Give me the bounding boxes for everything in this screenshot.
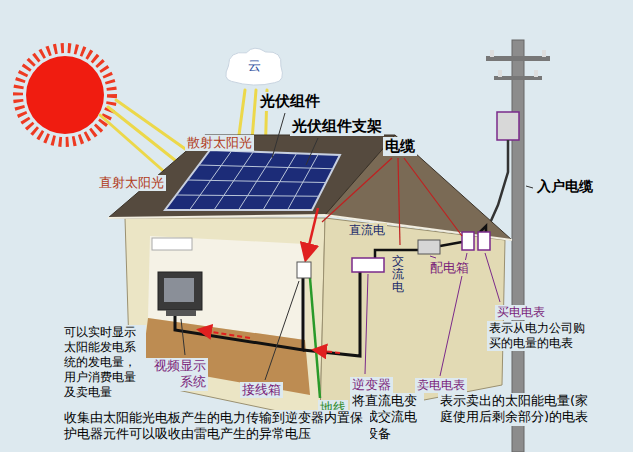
sun (18, 48, 112, 142)
part-name: 接线箱 (240, 382, 283, 398)
sell-meter (462, 232, 474, 250)
description-note: 表示从电力公司购买的电量的电表 (487, 321, 591, 351)
cable-leaders (322, 158, 462, 245)
light-label: 散射太阳光 (185, 135, 254, 151)
solar-panel (165, 150, 340, 210)
current-arrow (315, 350, 340, 353)
current-arrow (306, 208, 318, 258)
part-name: 卖电电表 (415, 378, 467, 393)
cloud-outline (226, 48, 283, 85)
dc-wiring (175, 272, 360, 356)
part-name: 视频显示系统 (146, 358, 208, 391)
junction-box (297, 262, 311, 278)
inverter (352, 258, 384, 272)
cloud: 云 (220, 42, 288, 90)
part-name: 入户电缆 (535, 178, 595, 196)
entry-cable (486, 140, 508, 232)
light-label: 直射太阳光 (97, 175, 166, 191)
current-arrow (200, 330, 250, 338)
part-name: 电缆 (383, 137, 417, 156)
description-note: 表示卖出的太阳能电量(家庭使用后剩余部分)的电表 (438, 393, 597, 426)
part-name: 光伏组件支架 (290, 117, 384, 136)
cloud-label: 云 (248, 58, 261, 74)
part-name: 买电电表 (495, 305, 547, 320)
part-name: 光伏组件 (258, 92, 322, 111)
description-note: 收集由太阳能光电板产生的电力传输到逆变器内置保护电器元件可以吸收由雷电产生的异常… (62, 410, 370, 443)
video-display (158, 272, 202, 316)
part-name: 逆变器 (350, 377, 393, 393)
distribution-box (418, 240, 440, 254)
buy-meter (478, 232, 490, 250)
leader-lines (181, 113, 533, 380)
current-label: 直流电 (347, 223, 387, 238)
house (108, 135, 512, 420)
description-note: 可以实时显示太阳能发电系统的发电量，用户消费电量及卖电量 (62, 325, 146, 400)
ground-wire (310, 278, 320, 398)
part-name: 配电箱 (428, 260, 471, 276)
device-leaders (365, 253, 500, 376)
current-label: 交流电 (390, 255, 406, 295)
ac-wiring (375, 226, 486, 258)
